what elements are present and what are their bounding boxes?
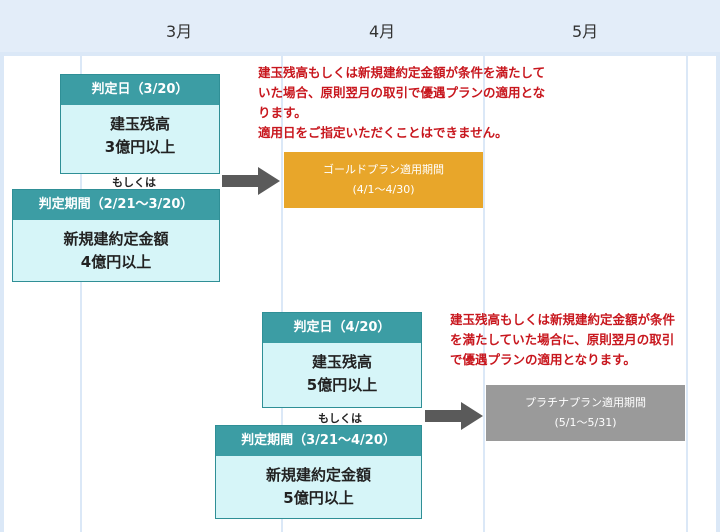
platinum-judge-period-box: 判定期間（3/21〜4/20） 新規建約定金額 5億円以上 — [215, 425, 422, 519]
platinum-judge-day-label: 判定日（4/20） — [263, 313, 421, 343]
gold-judge-day-box: 判定日（3/20） 建玉残高 3億円以上 — [60, 74, 220, 174]
platinum-plan-period: (5/1〜5/31) — [554, 416, 617, 429]
gold-arrow — [222, 167, 280, 195]
gold-plan-name: ゴールドプラン適用期間 — [323, 163, 444, 176]
column-may — [485, 56, 686, 532]
platinum-arrow — [425, 402, 483, 430]
platinum-judge-day-line-1: 建玉残高 — [311, 353, 372, 371]
gold-note: 建玉残高もしくは新規建約定金額が条件を満たして いた場合、原則翌月の取引で優遇プ… — [258, 63, 545, 143]
column-post-may — [688, 56, 716, 532]
gold-judge-period-label: 判定期間（2/21〜3/20） — [13, 190, 219, 220]
gold-or-label: もしくは — [112, 176, 156, 189]
gold-judge-period-line-1: 新規建約定金額 — [63, 230, 169, 248]
platinum-judge-day-line-2: 5億円以上 — [306, 376, 378, 394]
platinum-note: 建玉残高もしくは新規建約定金額が条件 を満たしていた場合に、原則翌月の取引 で優… — [450, 310, 675, 370]
gold-judge-period-line-2: 4億円以上 — [80, 253, 152, 271]
platinum-judge-day-box: 判定日（4/20） 建玉残高 5億円以上 — [262, 312, 422, 408]
gold-plan-box: ゴールドプラン適用期間 (4/1〜4/30) — [284, 152, 483, 208]
gold-note-line-3: ります。 — [258, 105, 307, 120]
platinum-or-label: もしくは — [318, 412, 362, 425]
gold-plan-period: (4/1〜4/30) — [352, 183, 415, 196]
gold-note-line-2: いた場合、原則翌月の取引で優遇プランの適用とな — [258, 85, 546, 100]
gold-judge-day-line-1: 建玉残高 — [109, 115, 170, 133]
platinum-judge-period-line-1: 新規建約定金額 — [265, 466, 371, 484]
month-label-march: 3月 — [166, 22, 193, 41]
month-label-april: 4月 — [369, 22, 396, 41]
timeline-header — [0, 0, 720, 52]
platinum-note-line-3: で優遇プランの適用となります。 — [450, 352, 636, 367]
platinum-plan-name: プラチナプラン適用期間 — [525, 396, 646, 409]
gold-note-line-4: 適用日をご指定いただくことはできません。 — [258, 125, 508, 140]
gold-judge-day-label: 判定日（3/20） — [61, 75, 219, 105]
platinum-note-line-2: を満たしていた場合に、原則翌月の取引 — [450, 332, 675, 347]
gold-note-line-1: 建玉残高もしくは新規建約定金額が条件を満たして — [258, 65, 546, 80]
platinum-judge-period-label: 判定期間（3/21〜4/20） — [216, 426, 421, 456]
gold-judge-period-box: 判定期間（2/21〜3/20） 新規建約定金額 4億円以上 — [12, 189, 220, 282]
month-label-may: 5月 — [572, 22, 599, 41]
platinum-note-line-1: 建玉残高もしくは新規建約定金額が条件 — [450, 312, 676, 327]
platinum-plan-box: プラチナプラン適用期間 (5/1〜5/31) — [486, 385, 685, 441]
platinum-judge-period-line-2: 5億円以上 — [283, 489, 354, 507]
gold-judge-day-line-2: 3億円以上 — [104, 138, 176, 156]
